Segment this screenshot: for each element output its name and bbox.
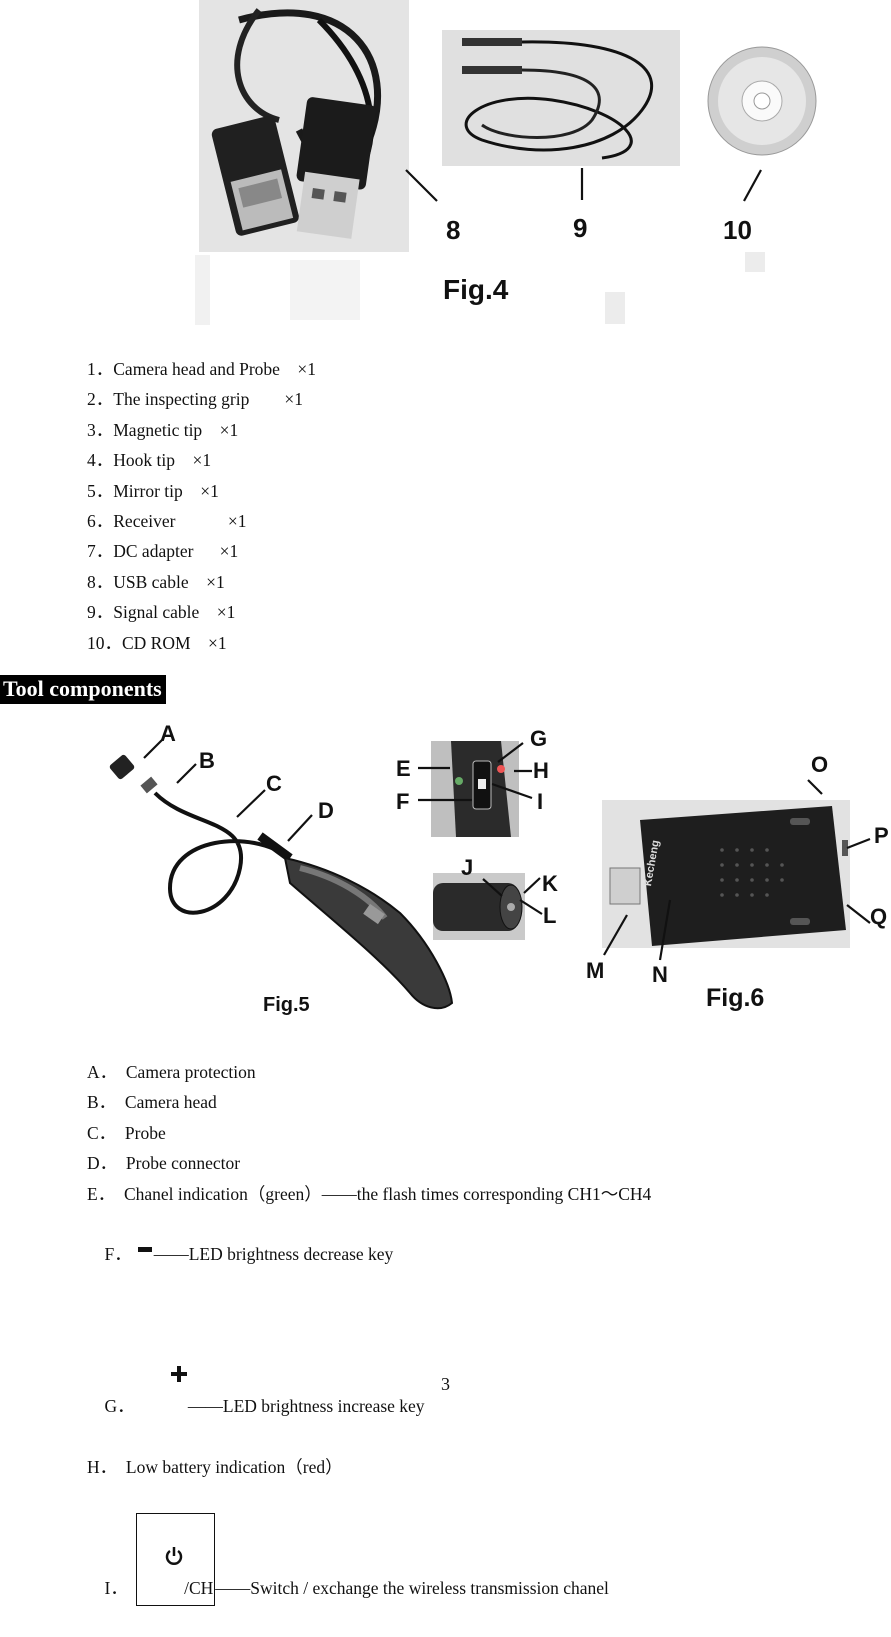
section-heading: Tool components: [0, 675, 166, 704]
fig6-callout-p: P: [874, 823, 889, 848]
item-text: ——LED brightness decrease key: [153, 1244, 394, 1265]
item-prefix: F．: [104, 1244, 132, 1265]
package-contents-list: 1．Camera head and Probe ×1 2．The inspect…: [87, 354, 316, 658]
fig5-callout-c: C: [266, 771, 282, 796]
fig4-callout-8: 8: [446, 215, 461, 245]
list-item: 6．Receiver ×1: [87, 511, 247, 532]
item-prefix: I．: [104, 1577, 128, 1598]
fig6-figure: Kecheng M N O P Q Fig.6: [580, 750, 891, 1020]
power-ch-key: /CH: [135, 1513, 216, 1607]
item-prefix: G．: [104, 1395, 135, 1416]
receiver-photo: [602, 800, 850, 948]
usb-cable-photo: [199, 0, 409, 252]
fig4-callout-9: 9: [573, 213, 588, 243]
fig5-callout-b: B: [199, 748, 215, 773]
fig6-callout-n: N: [652, 962, 668, 987]
fig5-callout-e: E: [396, 756, 411, 781]
plus-icon: [145, 1331, 187, 1422]
list-item: A． Camera protection: [87, 1062, 256, 1082]
fig4-caption: Fig.4: [443, 274, 509, 305]
fig5-callout-g: G: [530, 726, 548, 751]
fig6-callout-q: Q: [870, 904, 888, 929]
fig6-callout-o: O: [811, 752, 829, 777]
list-item: 2．The inspecting grip ×1: [87, 389, 303, 410]
list-item: B． Camera head: [87, 1092, 217, 1113]
list-item: D． Probe connector: [87, 1153, 241, 1174]
tool-components-list: A． Camera protection B． Camera head C． P…: [87, 1057, 651, 1637]
list-item: 4．Hook tip ×1: [87, 450, 212, 471]
item-text: ——LED brightness increase key: [187, 1395, 425, 1416]
fig4-callout-10: 10: [723, 215, 752, 245]
list-item: 5．Mirror tip ×1: [87, 480, 219, 501]
list-item: 10．CD ROM ×1: [87, 632, 227, 653]
page-number: 3: [441, 1374, 450, 1394]
fig4-figure: 8 9 10 Fig.4: [190, 0, 830, 330]
minus-icon: [137, 1247, 152, 1253]
list-item: 8．USB cable ×1: [87, 571, 225, 592]
fig5-callout-h: H: [533, 758, 549, 783]
list-item: 9．Signal cable ×1: [87, 602, 236, 623]
list-item: 1．Camera head and Probe ×1: [87, 359, 317, 379]
list-item: E． Chanel indication（green）——the flash t…: [87, 1183, 652, 1204]
signal-cable-photo: [442, 30, 680, 166]
fig5-figure: A B C D E F G H I J K L Fig.5: [100, 718, 570, 1028]
fig5-callout-j: J: [461, 855, 474, 880]
list-item: F． ——LED brightness decrease key: [87, 1209, 651, 1300]
inspection-camera-photo: [109, 754, 454, 1010]
list-item: H． Low battery indication（red）: [87, 1457, 343, 1478]
list-item: 3．Magnetic tip ×1: [87, 419, 239, 440]
fig5-callout-i: I: [537, 789, 544, 814]
grip-side-detail-photo: [433, 873, 525, 940]
fig5-callout-k: K: [542, 871, 558, 896]
fig5-callout-a: A: [160, 721, 176, 746]
fig6-callout-m: M: [586, 958, 605, 983]
list-item: I． /CH——Switch / exchange the wireless t…: [87, 1483, 651, 1637]
fig5-callout-d: D: [318, 798, 334, 823]
power-icon: [138, 1514, 184, 1605]
fig5-callout-l: L: [543, 903, 557, 928]
fig6-caption: Fig.6: [706, 984, 765, 1012]
fig5-callout-f: F: [396, 789, 410, 814]
item-text: ——Switch / exchange the wireless transmi…: [215, 1577, 609, 1598]
list-item: 7．DC adapter ×1: [87, 541, 239, 562]
fig5-caption: Fig.5: [263, 994, 310, 1016]
cd-rom-photo: [707, 46, 817, 156]
list-item: C． Probe: [87, 1122, 166, 1143]
key-label: /CH: [184, 1577, 214, 1598]
